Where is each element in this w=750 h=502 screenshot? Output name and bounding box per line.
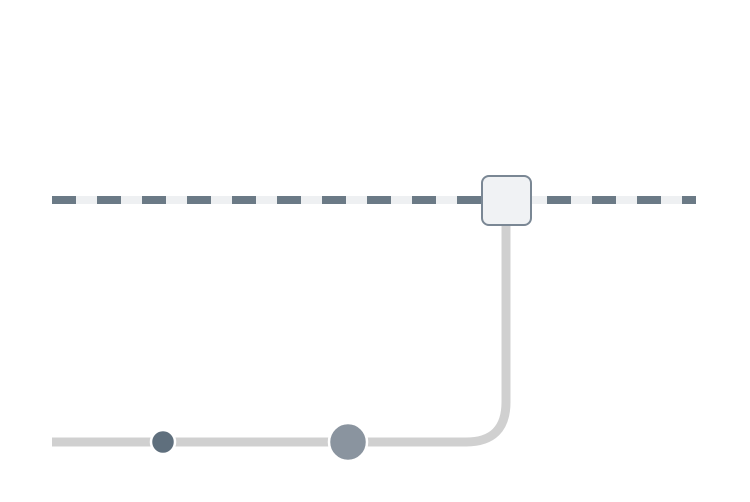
solid-line [52, 200, 511, 447]
station-small[interactable] [149, 428, 177, 456]
station-large[interactable] [327, 421, 369, 463]
interchange-station[interactable] [481, 175, 532, 226]
